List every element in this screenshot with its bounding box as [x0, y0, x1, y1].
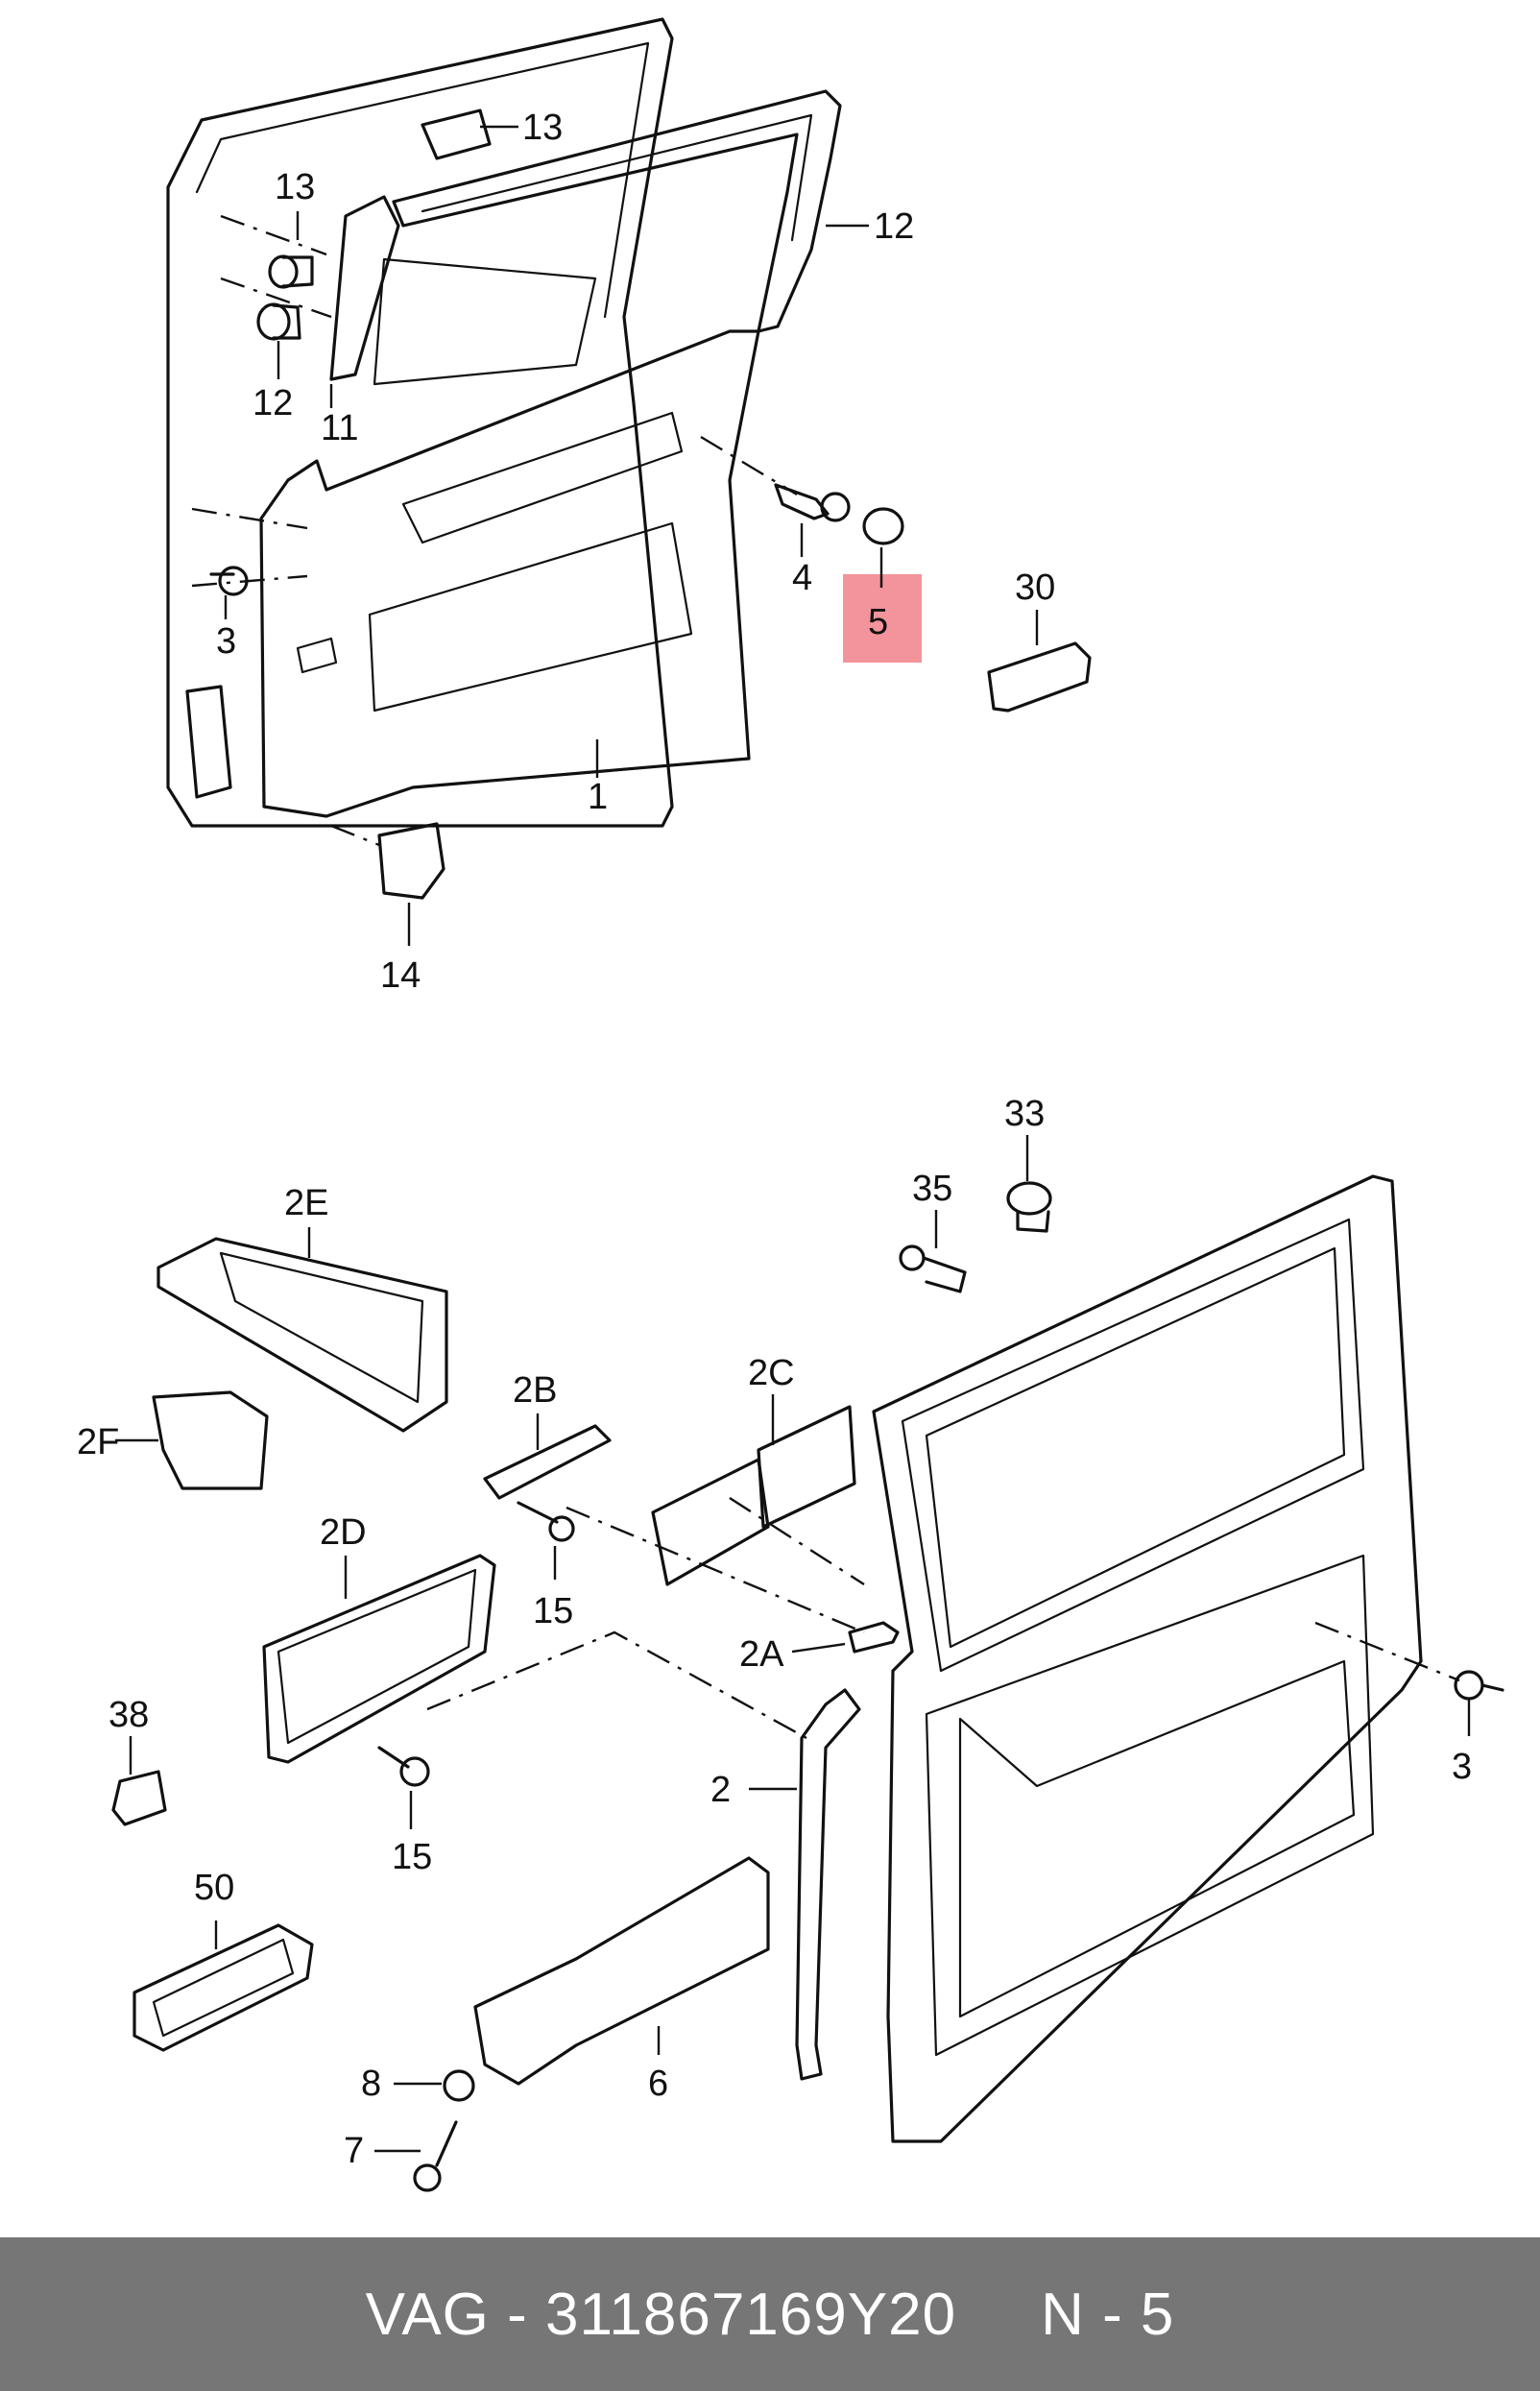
- armrest-part-6: [473, 1856, 770, 2086]
- callout-33: 33: [1004, 1094, 1045, 1134]
- trim-panel-upper-pocket: [401, 411, 684, 544]
- lamp-part-50-lens: [152, 1938, 295, 2038]
- screw-part-15-upper: [517, 1501, 575, 1542]
- pocket-part-2D: [262, 1554, 496, 1764]
- door-frame-inner-edge: [195, 41, 650, 319]
- cap-part-5: [862, 507, 904, 545]
- callout-2F: 2F: [77, 1422, 119, 1462]
- door-window-lower: [901, 1218, 1365, 1673]
- window-seal-part-10: [392, 89, 842, 333]
- screw-part-4: [774, 483, 851, 522]
- diagram-position-text: N - 5: [1041, 2281, 1175, 2348]
- pocket-part-2D-inner: [277, 1568, 477, 1745]
- callout-30: 30: [1015, 568, 1055, 608]
- callout-15-upper: 15: [533, 1591, 573, 1631]
- door-trim-exploded-view: 13 12 13 12 11 4 5 30 3 1 14 33 35 2E 2B…: [77, 17, 1504, 2192]
- grommet-part-13: [268, 254, 314, 289]
- tray-part-2E: [156, 1237, 448, 1433]
- callout-4: 4: [792, 558, 812, 598]
- clip-part-35: [899, 1244, 967, 1293]
- trim-panel-handle: [296, 637, 338, 674]
- trim-strip-part-2: [795, 1688, 861, 2081]
- callout-3-upper: 3: [216, 621, 236, 662]
- callout-13: 13: [275, 167, 315, 207]
- callout-2: 2: [710, 1770, 731, 1810]
- panel-part-2B: [483, 1424, 612, 1500]
- lower-door-assembly: [111, 1174, 1504, 2192]
- pocket-part-2F: [152, 1390, 269, 1490]
- pillar-trim-part-9: [329, 195, 400, 381]
- clip-part-3-lower: [1454, 1670, 1504, 1701]
- bracket-part-38: [111, 1770, 167, 1826]
- part-number-footer: VAG - 311867169Y20 N - 5: [0, 2237, 1540, 2391]
- upper-door-assembly: [166, 17, 1092, 900]
- callout-1: 1: [588, 777, 608, 817]
- door-window-lower-inner: [925, 1246, 1346, 1649]
- callout-5: 5: [868, 602, 888, 642]
- callout-15-lower: 15: [392, 1837, 432, 1877]
- clip-part-14: [377, 822, 445, 900]
- bracket-part-11: [421, 109, 492, 160]
- callout-12: 12: [253, 383, 293, 423]
- callout-10: 12: [874, 206, 914, 247]
- cover-part-30: [987, 641, 1092, 712]
- callout-35: 35: [912, 1169, 952, 1209]
- trim-panel-part-1: [259, 329, 760, 818]
- callout-2C: 2C: [748, 1353, 795, 1393]
- screw-part-7: [413, 2120, 458, 2192]
- callout-11: 13: [522, 108, 563, 148]
- screw-part-15-lower: [377, 1746, 430, 1787]
- lamp-part-50: [132, 1923, 314, 2052]
- callout-38: 38: [108, 1695, 149, 1735]
- panel-part-2C: [651, 1458, 770, 1586]
- window-seal-inner: [421, 113, 813, 242]
- callout-14: 14: [380, 955, 421, 996]
- callout-labels: 13 12 13 12 11 4 5 30 3 1 14 33 35 2E 2B…: [77, 108, 1472, 2171]
- washer-part-8: [443, 2069, 475, 2102]
- leader-lines: [115, 125, 1471, 2153]
- part-number-text: VAG - 311867169Y20: [365, 2281, 957, 2348]
- callout-50: 50: [194, 1868, 234, 1908]
- door-inner-cavity: [925, 1554, 1375, 2057]
- highlight-box: [843, 574, 922, 663]
- grommet-part-12: [256, 302, 301, 341]
- door-frame-upper: [166, 17, 674, 828]
- panel-part-2A: [848, 1621, 900, 1654]
- trim-panel-lower-pocket: [368, 521, 693, 712]
- door-inner-channel: [958, 1659, 1356, 2018]
- door-frame-lower: [872, 1174, 1423, 2143]
- callout-2A: 2A: [739, 1634, 784, 1675]
- panel-part-2C-back: [757, 1405, 856, 1529]
- callout-2B: 2B: [513, 1370, 557, 1411]
- callout-7: 7: [344, 2131, 364, 2171]
- tray-part-2E-inner: [219, 1251, 424, 1404]
- callout-3-lower: 3: [1452, 1747, 1472, 1787]
- callout-2E: 2E: [284, 1183, 328, 1223]
- hinge-upper: [185, 685, 232, 799]
- callout-8: 8: [361, 2064, 381, 2104]
- callout-2D: 2D: [320, 1512, 367, 1553]
- callout-6: 6: [648, 2064, 668, 2104]
- callout-9: 11: [321, 408, 358, 448]
- window-opening: [373, 257, 597, 386]
- plug-part-33: [1006, 1181, 1052, 1233]
